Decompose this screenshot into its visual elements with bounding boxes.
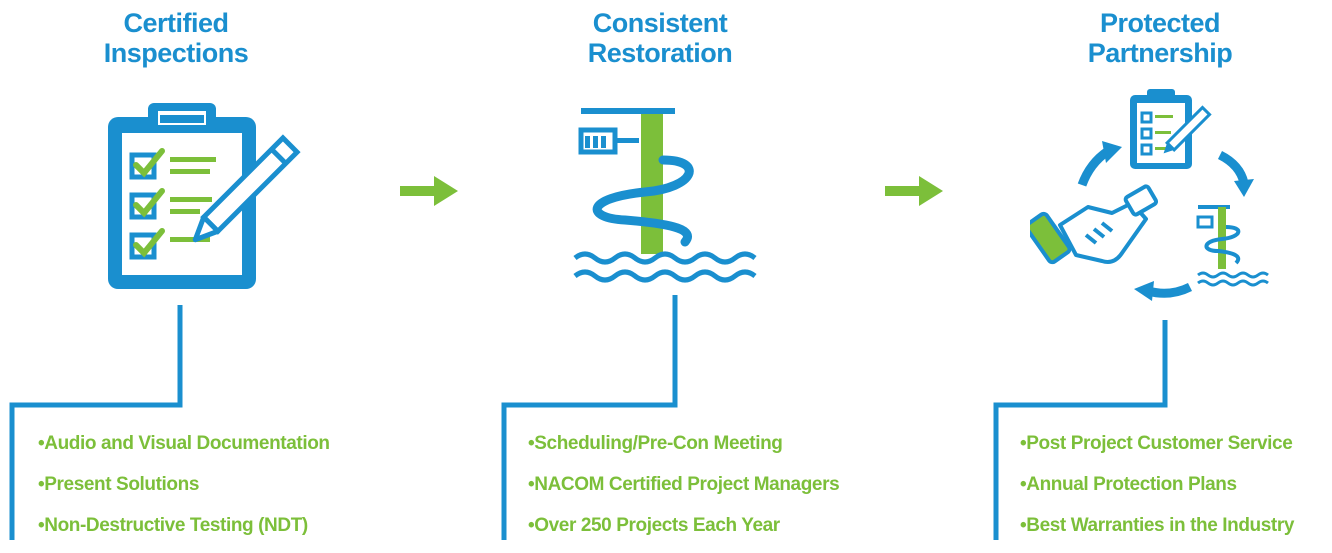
arrow-right-icon xyxy=(885,176,943,206)
title-line: Inspections xyxy=(103,38,249,68)
title-line: Partnership xyxy=(1087,38,1233,68)
protected-partnership-title: Protected Partnership xyxy=(1060,8,1260,68)
list-item: Scheduling/Pre-Con Meeting xyxy=(528,430,839,471)
consistent-restoration-title: Consistent Restoration xyxy=(560,8,760,68)
title-line: Certified xyxy=(123,8,229,38)
list-item: NACOM Certified Project Managers xyxy=(528,471,839,512)
list-item: Post Project Customer Service xyxy=(1020,430,1294,471)
list-item: Present Solutions xyxy=(38,471,330,512)
handshake-icon xyxy=(1030,184,1159,265)
list-item: Non-Destructive Testing (NDT) xyxy=(38,512,330,553)
clipboard-checklist-icon xyxy=(108,103,301,289)
list-item: Over 250 Projects Each Year xyxy=(528,512,839,553)
small-clipboard-icon xyxy=(1130,89,1212,169)
list-item: Audio and Visual Documentation xyxy=(38,430,330,471)
small-pier-icon xyxy=(1196,205,1269,287)
certified-inspections-list: Audio and Visual Documentation Present S… xyxy=(38,430,330,553)
pier-piling-water-icon xyxy=(573,108,757,283)
arrow-right-icon xyxy=(400,176,458,206)
title-line: Protected xyxy=(1099,8,1221,38)
title-line: Restoration xyxy=(587,38,733,68)
title-line: Consistent xyxy=(592,8,728,38)
list-item: Best Warranties in the Industry xyxy=(1020,512,1294,553)
partnership-cycle-icon xyxy=(1030,89,1269,301)
consistent-restoration-list: Scheduling/Pre-Con Meeting NACOM Certifi… xyxy=(528,430,839,553)
protected-partnership-list: Post Project Customer Service Annual Pro… xyxy=(1020,430,1294,553)
list-item: Annual Protection Plans xyxy=(1020,471,1294,512)
certified-inspections-title: Certified Inspections xyxy=(76,8,276,68)
